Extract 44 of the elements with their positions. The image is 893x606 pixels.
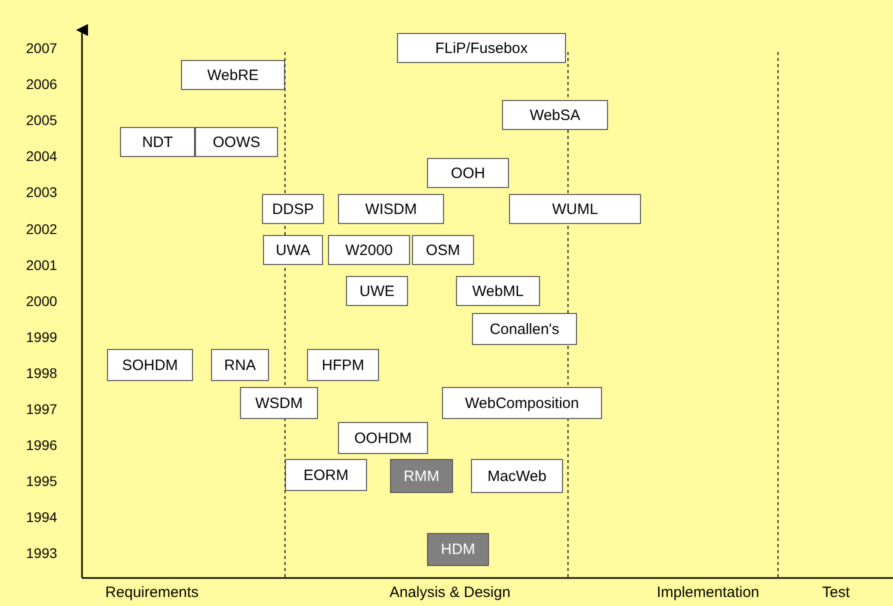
year-label: 2005	[26, 112, 58, 128]
year-label: 2001	[26, 256, 58, 273]
phase-label: Implementation	[656, 584, 760, 601]
method-tag: UWA	[263, 235, 323, 265]
method-tag: OOWS	[195, 127, 278, 157]
method-tag: RMM	[390, 459, 453, 493]
method-tag: DDSP	[262, 194, 324, 224]
method-tag: WebSA	[502, 100, 608, 130]
phase-label: Requirements	[105, 584, 199, 601]
method-tag: NDT	[120, 127, 195, 157]
year-label: 2002	[26, 220, 58, 236]
method-tag: WISDM	[338, 194, 444, 224]
year-label: 1996	[26, 437, 58, 454]
method-tag: WebRE	[181, 60, 285, 90]
year-label: 1997	[26, 401, 58, 417]
year-label: 2007	[26, 40, 58, 56]
year-label: 1993	[26, 545, 58, 562]
phase-label: Analysis & Design	[390, 584, 510, 601]
method-tag: SOHDM	[107, 349, 193, 381]
year-label: 1998	[26, 364, 58, 381]
method-tag: HFPM	[307, 349, 379, 381]
method-tag: Conallen's	[472, 313, 577, 345]
year-label: 1995	[26, 473, 58, 490]
year-label: 2000	[26, 292, 58, 309]
phase-label: Test	[822, 584, 850, 601]
year-label: 2006	[26, 76, 58, 92]
method-tag: WSDM	[240, 387, 318, 419]
method-tag: RNA	[211, 349, 269, 381]
method-tag: W2000	[328, 235, 410, 265]
year-label: 1999	[26, 328, 58, 345]
method-tag: MacWeb	[471, 459, 563, 493]
method-tag: OSM	[412, 235, 474, 265]
method-tag: WUML	[509, 194, 641, 224]
method-tag: EORM	[285, 459, 367, 491]
year-label: 2004	[26, 148, 58, 164]
method-tag: UWE	[346, 276, 408, 306]
method-tag: WebComposition	[442, 387, 602, 419]
year-label: 1994	[26, 509, 58, 526]
method-tag: OOH	[427, 158, 509, 188]
method-tag: WebML	[456, 276, 540, 306]
method-tag: FLiP/Fusebox	[397, 33, 566, 63]
method-tag: HDM	[427, 533, 489, 566]
year-label: 2003	[26, 184, 58, 200]
method-tag: OOHDM	[338, 422, 428, 454]
